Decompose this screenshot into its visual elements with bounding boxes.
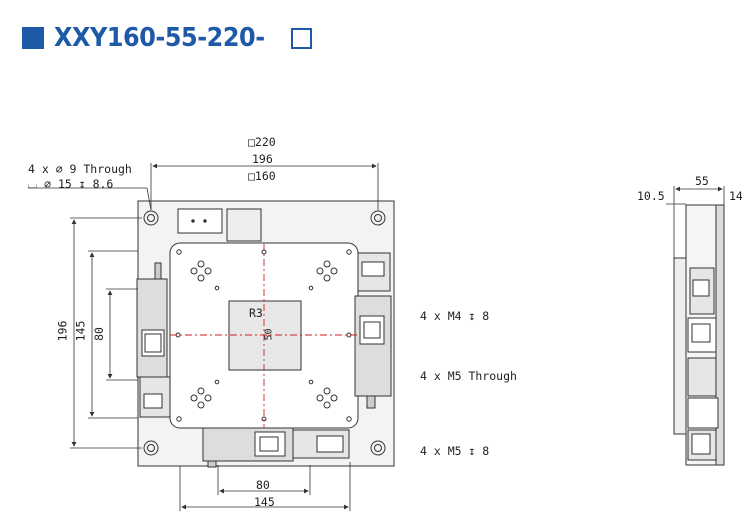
corner-holes-note-line1: 4 x ∅ 9 Through — [28, 162, 132, 176]
left-80-label: 80 — [91, 327, 106, 341]
dimension-lines — [28, 163, 379, 511]
callout-m5-depth: 4 x M5 ↧ 8 — [420, 444, 490, 458]
center-50-label: 50 — [263, 328, 275, 341]
page-title: XXY160-55-220- — [54, 23, 265, 53]
center-lines — [170, 244, 358, 428]
title-bar: XXY160-55-220- — [22, 22, 313, 54]
mount-hole-clusters — [190, 260, 338, 409]
side-55-label: 55 — [695, 174, 709, 188]
center-radius-label: R3 — [249, 306, 263, 320]
corner-holes — [143, 210, 386, 456]
title-suffix-box-icon — [291, 27, 313, 49]
corner-holes-note-line2: ⌴ ∅ 15 ↧ 8.6 — [28, 177, 114, 191]
side-10-5-label: 10.5 — [637, 189, 665, 203]
hole-span-label: 196 — [252, 152, 273, 166]
right-motor — [354, 252, 392, 409]
connector-block — [177, 208, 223, 234]
plate-size-label: □220 — [248, 135, 276, 149]
table-size-label: □160 — [248, 169, 276, 183]
bottom-80-label: 80 — [256, 478, 270, 492]
callout-m4: 4 x M4 ↧ 8 — [420, 309, 490, 323]
bottom-motor — [202, 427, 350, 468]
left-196-label: 196 — [55, 320, 70, 342]
sensor-block — [226, 208, 262, 242]
title-square-icon — [22, 27, 44, 49]
bottom-145-label: 145 — [254, 495, 275, 509]
side-view — [666, 186, 725, 466]
front-view — [136, 200, 395, 468]
center-pocket — [228, 300, 302, 371]
side-14-label: 14 — [729, 189, 743, 203]
left-motor — [136, 262, 171, 418]
callout-m5-through: 4 x M5 Through — [420, 369, 517, 383]
left-145-label: 145 — [73, 320, 88, 342]
